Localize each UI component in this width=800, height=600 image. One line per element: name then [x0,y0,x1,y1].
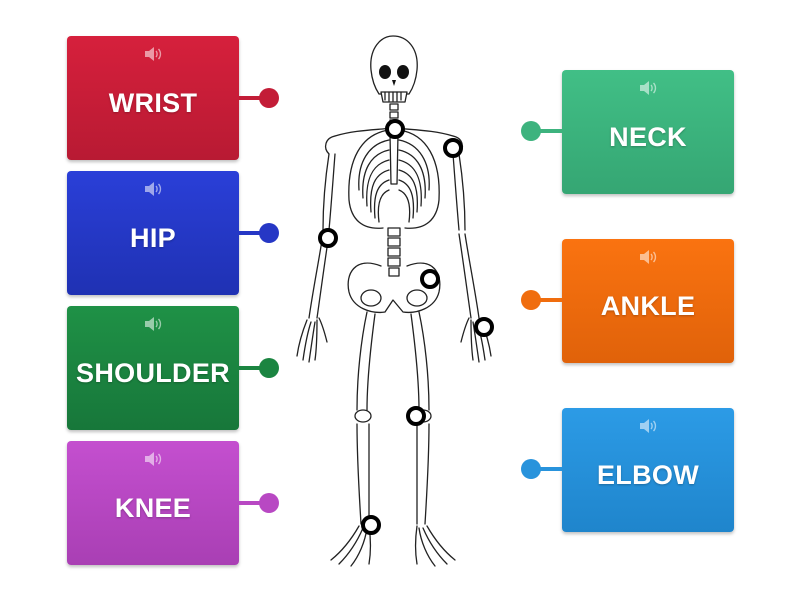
card-shoulder[interactable]: SHOULDER [67,306,239,430]
connector-dot[interactable] [259,493,279,513]
target-neck[interactable] [385,119,405,139]
card-hip[interactable]: HIP [67,171,239,295]
card-label: ANKLE [600,291,696,321]
card-knee[interactable]: KNEE [67,441,239,565]
speaker-icon[interactable] [638,80,658,96]
card-label: HIP [130,223,176,253]
card-ankle[interactable]: ANKLE [562,239,734,363]
connector-dot[interactable] [259,223,279,243]
speaker-icon[interactable] [143,181,163,197]
connector-line [239,96,269,100]
connector-dot[interactable] [259,358,279,378]
connector-line [532,129,562,133]
connector-dot[interactable] [521,459,541,479]
speaker-icon[interactable] [143,316,163,332]
speaker-icon[interactable] [638,249,658,265]
target-elbow[interactable] [318,228,338,248]
target-shoulder[interactable] [443,138,463,158]
connector-dot[interactable] [259,88,279,108]
connector-line [532,467,562,471]
card-wrist[interactable]: WRIST [67,36,239,160]
card-neck[interactable]: NECK [562,70,734,194]
card-label: ELBOW [597,460,699,490]
speaker-icon[interactable] [638,418,658,434]
target-ankle[interactable] [361,515,381,535]
card-label: KNEE [114,493,192,523]
target-wrist[interactable] [474,317,494,337]
connector-line [532,298,562,302]
speaker-icon[interactable] [143,451,163,467]
card-label: WRIST [108,88,198,118]
card-elbow[interactable]: ELBOW [562,408,734,532]
connector-line [239,501,269,505]
card-label: NECK [609,122,687,152]
connector-line [239,366,269,370]
speaker-icon[interactable] [143,46,163,62]
target-hip[interactable] [420,269,440,289]
connector-dot[interactable] [521,290,541,310]
connector-line [239,231,269,235]
target-knee[interactable] [406,406,426,426]
connector-dot[interactable] [521,121,541,141]
skeleton-diagram [296,35,492,567]
card-label: SHOULDER [76,358,230,388]
